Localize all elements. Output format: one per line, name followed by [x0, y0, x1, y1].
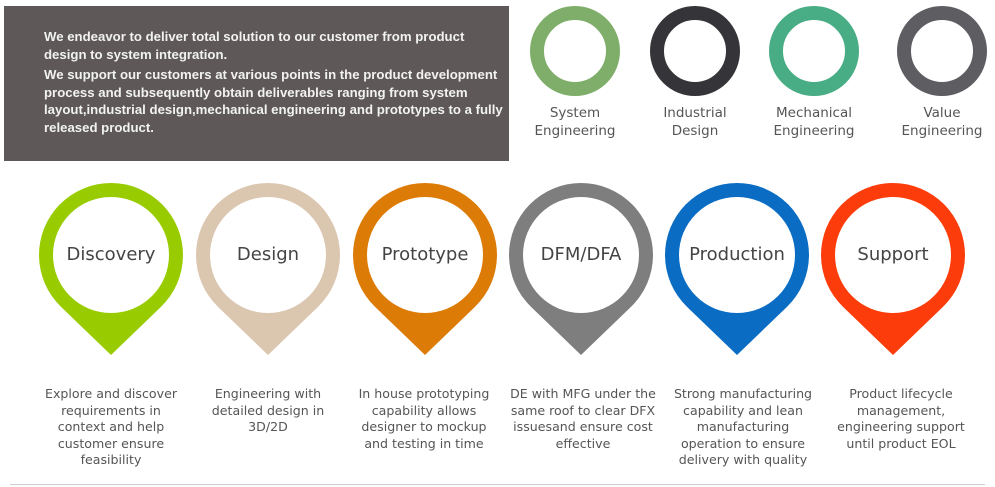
intro-paragraph-1: We endeavor to deliver total solution to… [44, 29, 465, 62]
capability-label-line2: Engineering [901, 122, 983, 139]
ring-icon [650, 6, 740, 96]
capability-label-line2: Engineering [534, 122, 616, 139]
map-pin-icon [39, 183, 183, 355]
stage-discovery: Discovery [39, 183, 183, 358]
map-pin-icon [509, 183, 653, 355]
stage-title: Prototype [381, 244, 469, 265]
stage-description-support: Product lifecycle management, engineerin… [837, 386, 965, 451]
stage-description-dfm-dfa: DE with MFG under the same roof to clear… [510, 386, 656, 451]
capability-label-line1: Value [923, 105, 961, 121]
capability-label-line1: Mechanical [776, 105, 852, 121]
stage-description-design: Engineering with detailed design in 3D/2… [211, 386, 325, 434]
intro-paragraph-2: We support our customers at various poin… [44, 67, 503, 135]
stage-design: Design [196, 183, 340, 358]
map-pin-icon [665, 183, 809, 355]
map-pin-icon [821, 183, 965, 355]
map-pin-icon [196, 183, 340, 355]
ring-icon [897, 6, 987, 96]
stage-production: Production [665, 183, 809, 358]
stage-title: Design [236, 244, 300, 265]
ring-icon [769, 6, 859, 96]
capability-label-line2: Engineering [773, 122, 855, 139]
map-pin-icon [353, 183, 497, 355]
intro-panel: We endeavor to deliver total solution to… [4, 6, 509, 161]
bottom-divider [10, 484, 985, 485]
stage-title: Production [689, 244, 785, 265]
stage-description-prototype: In house prototyping capability allows d… [358, 386, 490, 451]
ring-icon [530, 6, 620, 96]
stage-description-discovery: Explore and discover requirements in con… [44, 386, 178, 467]
stage-support: Support [821, 183, 965, 358]
capability-label-line1: System [549, 105, 601, 121]
stage-title: Support [857, 244, 929, 265]
stage-prototype: Prototype [353, 183, 497, 358]
stage-title: Discovery [66, 244, 156, 265]
capability-label-line2: Design [671, 122, 719, 139]
stage-dfm-dfa: DFM/DFA [509, 183, 653, 358]
capability-label-line1: Industrial [663, 105, 727, 121]
stage-title: DFM/DFA [540, 244, 622, 265]
stage-description-production: Strong manufacturing capability and lean… [673, 386, 813, 467]
